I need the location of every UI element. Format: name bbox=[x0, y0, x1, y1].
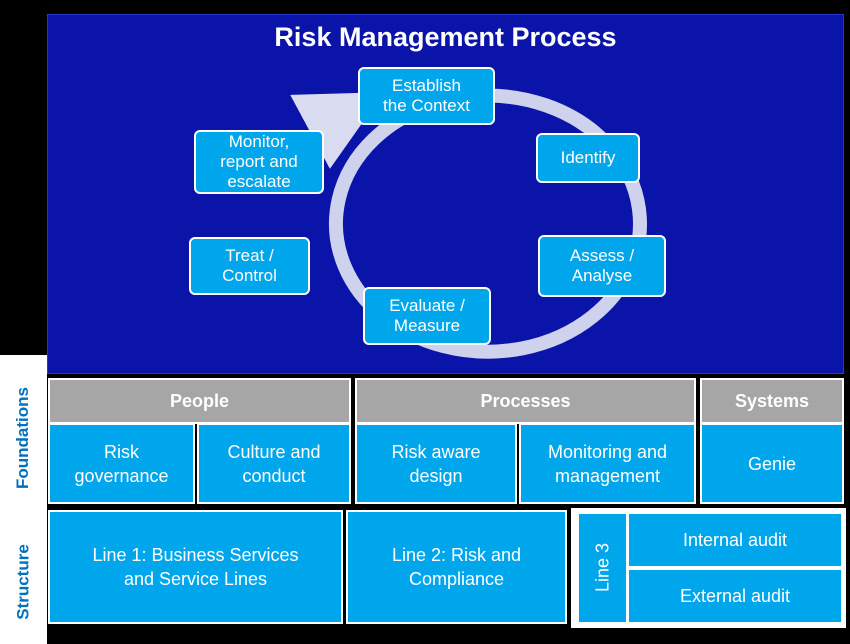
internal-audit-label: Internal audit bbox=[682, 530, 788, 550]
risk-aware-design-label: Risk aware design bbox=[391, 441, 481, 486]
cycle-monitor-label: Monitor, report and escalate bbox=[220, 132, 298, 191]
cycle-assess-label: Assess / Analyse bbox=[569, 246, 635, 285]
line1-label: Line 1: Business Services and Service Li… bbox=[92, 545, 299, 589]
external-audit: External audit bbox=[627, 568, 843, 624]
genie-label: Genie bbox=[747, 453, 797, 474]
risk-governance-label: Risk governance bbox=[74, 441, 169, 486]
item-genie: Genie bbox=[700, 423, 844, 504]
side-label-strip bbox=[0, 355, 47, 644]
item-monitoring-management: Monitoring and management bbox=[519, 423, 696, 504]
line2-label: Line 2: Risk and Compliance bbox=[391, 545, 522, 589]
header-people: People bbox=[48, 378, 351, 424]
cycle-establish-context: Establish the Context bbox=[358, 67, 495, 125]
item-risk-governance: Risk governance bbox=[48, 423, 195, 504]
structure-line2: Line 2: Risk and Compliance bbox=[346, 510, 567, 624]
external-audit-label: External audit bbox=[679, 586, 791, 606]
line3-label: Line 3 bbox=[592, 542, 613, 593]
header-processes: Processes bbox=[355, 378, 696, 424]
internal-audit: Internal audit bbox=[627, 512, 843, 568]
cycle-assess-analyse: Assess / Analyse bbox=[538, 235, 666, 297]
structure-side-label: Structure bbox=[13, 544, 33, 620]
diagram-title: Risk Management Process bbox=[274, 22, 617, 52]
cycle-identify: Identify bbox=[536, 133, 640, 183]
monitoring-management-label: Monitoring and management bbox=[547, 441, 668, 486]
cycle-evaluate-measure: Evaluate / Measure bbox=[363, 287, 491, 345]
culture-conduct-label: Culture and conduct bbox=[227, 441, 321, 486]
cycle-treat-control: Treat / Control bbox=[189, 237, 310, 295]
item-risk-aware-design: Risk aware design bbox=[355, 423, 517, 504]
header-systems: Systems bbox=[700, 378, 844, 424]
cycle-treat-label: Treat / Control bbox=[222, 246, 277, 285]
structure-line1: Line 1: Business Services and Service Li… bbox=[48, 510, 343, 624]
cycle-identify-label: Identify bbox=[560, 148, 616, 167]
foundations-side-label: Foundations bbox=[13, 387, 32, 489]
line3-box bbox=[579, 514, 626, 622]
cycle-monitor-report: Monitor, report and escalate bbox=[194, 130, 324, 194]
cycle-evaluate-label: Evaluate / Measure bbox=[389, 296, 465, 335]
item-culture-conduct: Culture and conduct bbox=[197, 423, 351, 504]
cycle-establish-label: Establish the Context bbox=[383, 76, 470, 115]
